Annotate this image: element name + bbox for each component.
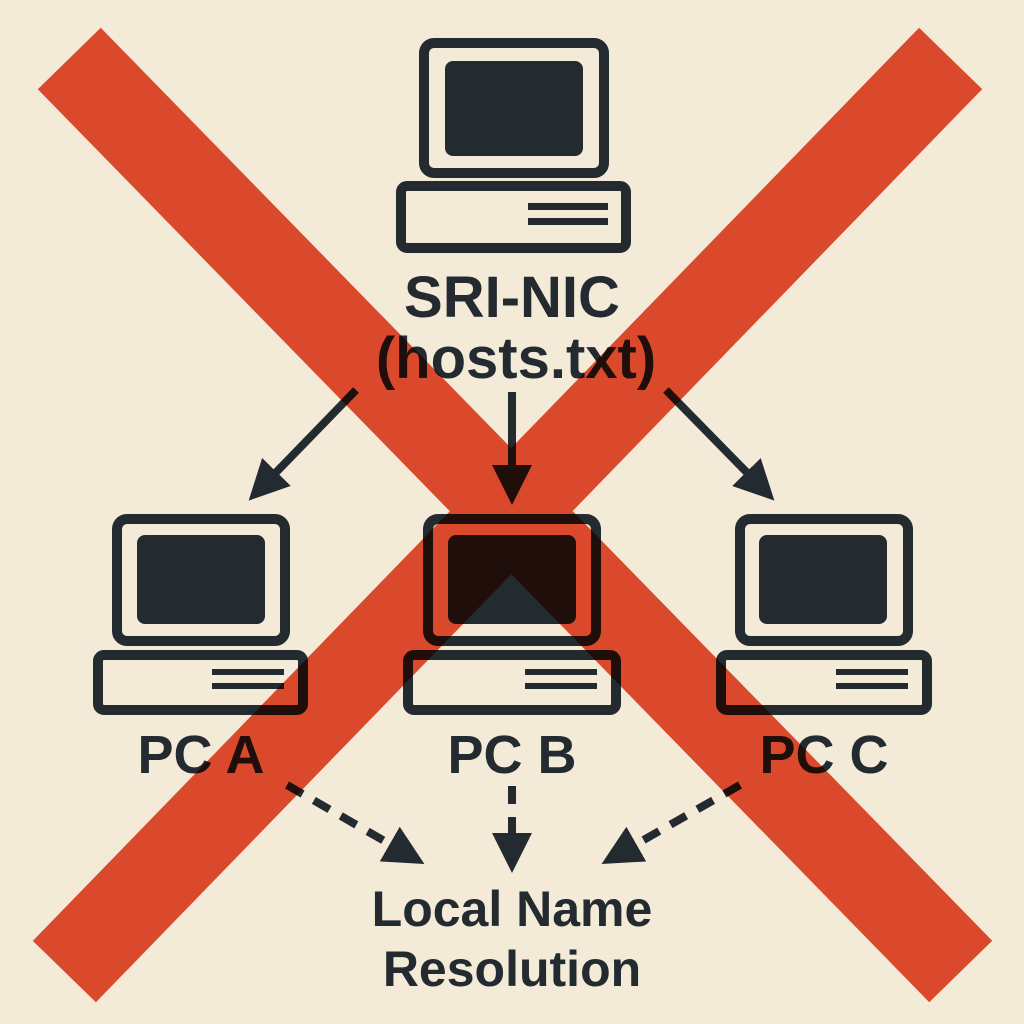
server-name-label: SRI-NIC — [404, 265, 620, 330]
pc-c-computer-icon — [716, 514, 932, 715]
dashed-arrow-pc-c — [601, 781, 742, 864]
resolution-label-line2: Resolution — [383, 941, 641, 997]
dashed-arrow-pc-a — [285, 781, 425, 864]
arrow-to-pc-c — [663, 387, 775, 501]
arrow-to-pc-a — [248, 387, 359, 501]
client-to-resolution-arrows — [285, 781, 742, 873]
pc-a-computer-icon — [93, 514, 308, 715]
resolution-label-line1: Local Name — [372, 881, 653, 937]
server-computer-icon — [396, 38, 631, 253]
cross-out-x-icon — [32, 27, 993, 1003]
pc-b-label: PC B — [447, 725, 576, 785]
